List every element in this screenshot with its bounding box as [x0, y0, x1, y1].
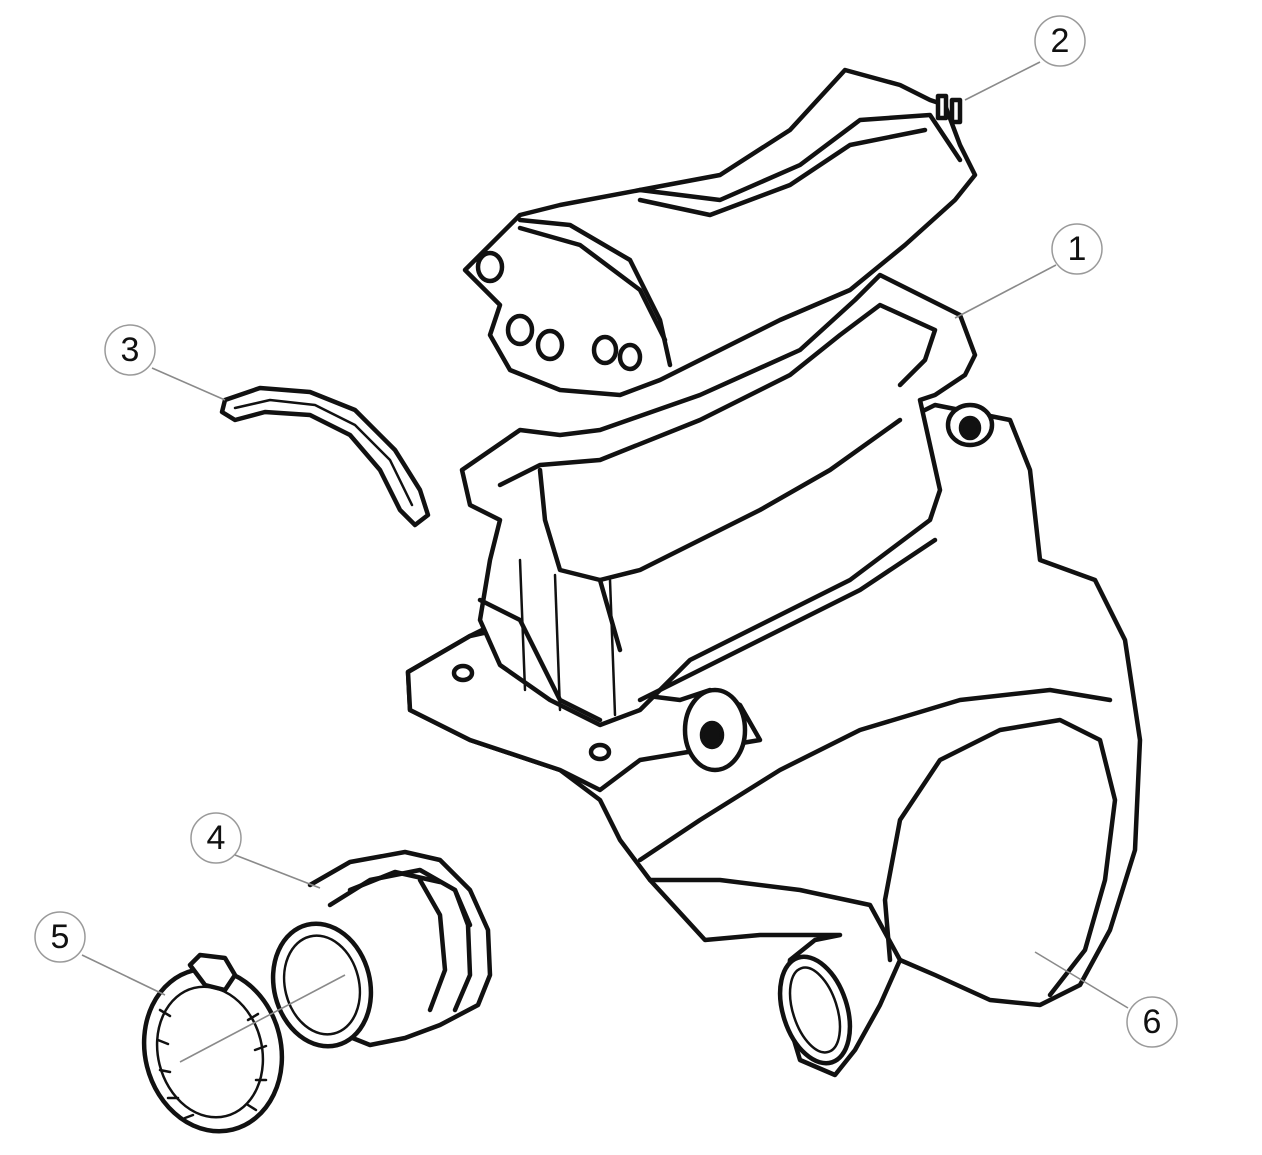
leader-line-6: [1034, 951, 1129, 1009]
callout-6: 6: [1126, 996, 1178, 1048]
callout-label-1: 1: [1068, 230, 1087, 268]
leader-axis-4-5: [179, 974, 346, 1063]
callout-circle: [1051, 223, 1103, 275]
part-2-intake-cover: [462, 67, 978, 398]
callout-3: 3: [104, 324, 156, 376]
callout-label-6: 6: [1143, 1003, 1162, 1041]
part-1-intake-boot: [459, 272, 978, 728]
leader-line-5: [81, 954, 166, 996]
callout-label-2: 2: [1051, 22, 1070, 60]
part-3-curved-seal: [219, 385, 431, 528]
callout-circle: [1126, 996, 1178, 1048]
callout-circle: [190, 812, 242, 864]
leader-lines: [81, 61, 1129, 1063]
callout-1: 1: [1051, 223, 1103, 275]
callout-2: 2: [1034, 15, 1086, 67]
callout-5: 5: [34, 911, 86, 963]
leader-line-1: [954, 264, 1057, 319]
part-5-hose-clamp: [141, 952, 285, 1134]
callout-circle: [1034, 15, 1086, 67]
leader-line-2: [964, 61, 1041, 101]
callout-4: 4: [190, 812, 242, 864]
part-4-rubber-coupling: [270, 849, 493, 1049]
callout-circle: [34, 911, 86, 963]
callout-label-4: 4: [207, 819, 226, 857]
leader-line-3: [151, 367, 226, 401]
callout-label-3: 3: [121, 331, 140, 369]
callout-label-5: 5: [51, 918, 70, 956]
callout-circle: [104, 324, 156, 376]
part-6-airbox-housing: [405, 402, 1143, 1078]
leader-line-4: [234, 854, 321, 889]
